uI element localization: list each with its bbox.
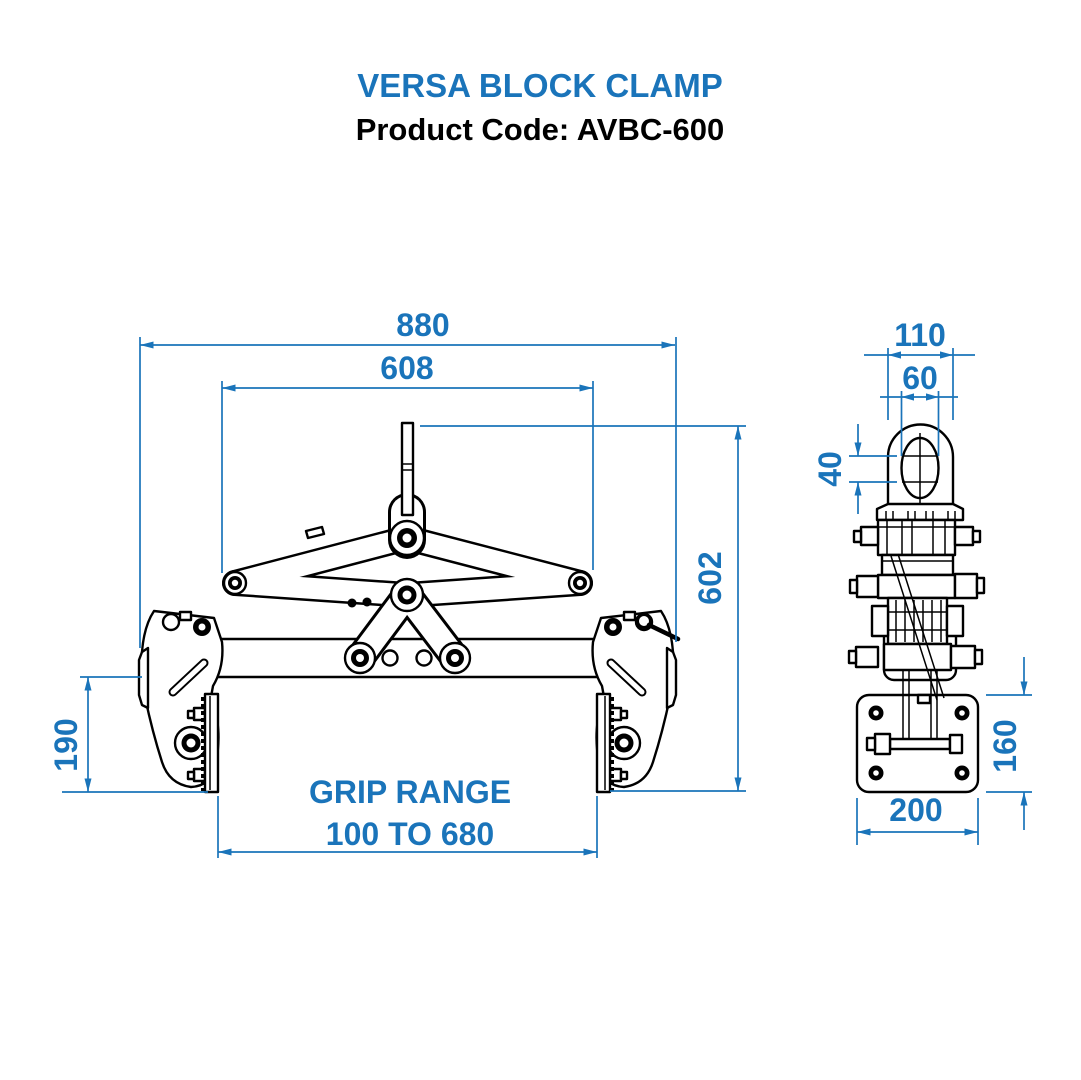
grip-range-value: 100 TO 680: [326, 816, 494, 852]
dim-label-602: 602: [692, 551, 728, 604]
pivot-pins: [222, 519, 593, 675]
linch-pin: [636, 613, 681, 642]
dim-pad-plate-height-160: 160: [986, 657, 1032, 830]
side-pad-plate: [855, 553, 980, 794]
beam-hole: [415, 649, 433, 667]
dim-label-608: 608: [380, 350, 433, 386]
page-title: VERSA BLOCK CLAMP: [357, 67, 722, 104]
beam-hole: [381, 649, 399, 667]
dim-eye-hole-height-40: 40: [812, 424, 897, 514]
grip-range-label: GRIP RANGE: [309, 774, 511, 810]
dim-pad-height-190: 190: [48, 676, 208, 793]
dim-eye-hole-width-60: 60: [880, 360, 958, 456]
dim-label-880: 880: [396, 307, 449, 343]
dim-label-110: 110: [894, 317, 946, 353]
main-beam: [203, 637, 612, 679]
dim-overall-height-602: 602: [420, 425, 746, 792]
right-jaw: [593, 611, 676, 792]
dim-arm-pivot-span-608: 608: [221, 350, 594, 573]
dim-overall-width-880: 880: [139, 307, 677, 648]
header: VERSA BLOCK CLAMP Product Code: AVBC-600: [356, 67, 725, 147]
dim-label-200: 200: [889, 792, 942, 828]
side-body: [847, 518, 986, 682]
side-view: [847, 423, 986, 794]
dim-pad-plate-width-200: 200: [856, 792, 979, 845]
dim-eye-outer-width-110: 110: [864, 317, 975, 420]
dim-grip-range: GRIP RANGE 100 TO 680: [217, 774, 598, 858]
dim-label-190: 190: [48, 718, 84, 771]
lifting-eye: [875, 423, 965, 522]
dim-label-40: 40: [812, 451, 848, 487]
dim-label-160: 160: [987, 719, 1023, 772]
left-jaw: [139, 611, 222, 792]
product-code: Product Code: AVBC-600: [356, 112, 725, 147]
front-view: [139, 421, 681, 792]
dim-label-60: 60: [902, 360, 938, 396]
